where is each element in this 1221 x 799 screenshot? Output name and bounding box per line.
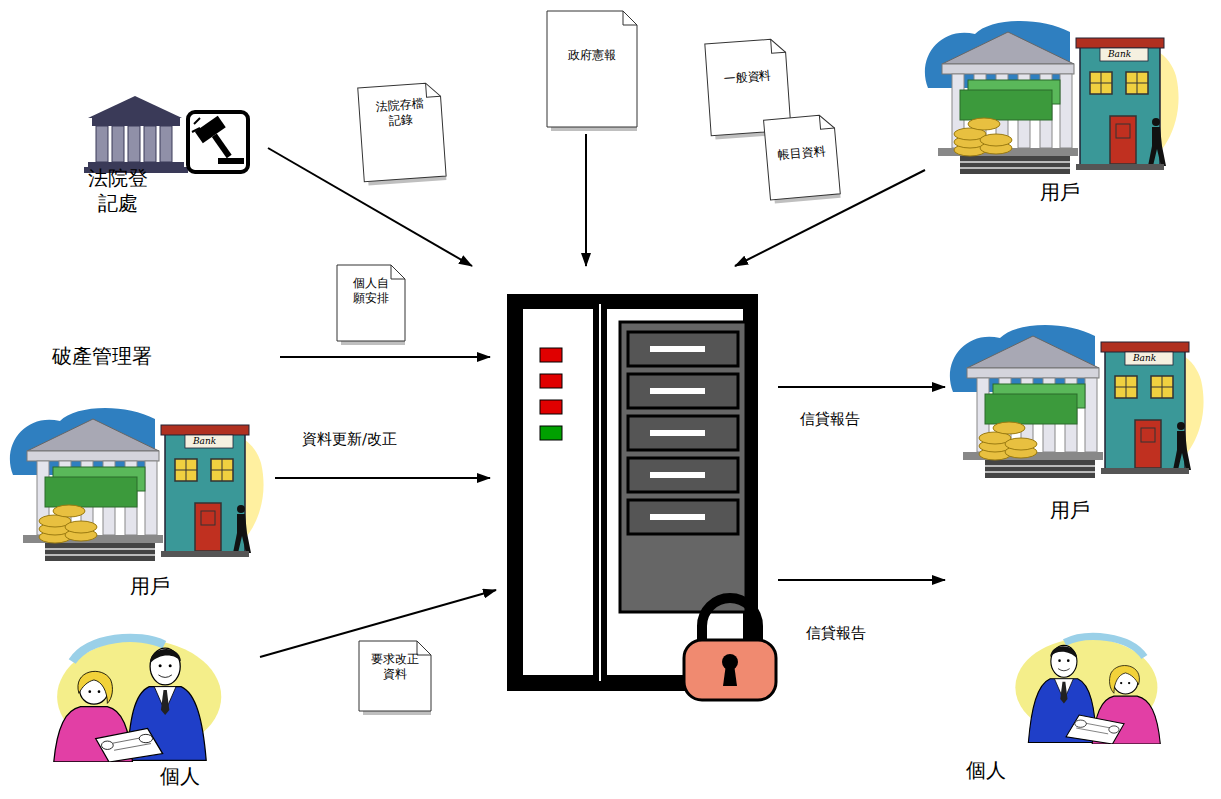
sign-text: Bank	[1133, 352, 1156, 365]
server-icon	[540, 374, 562, 388]
court-icon	[88, 96, 182, 118]
document-fold	[417, 641, 431, 655]
document-shape: 個人自 願安排	[336, 264, 406, 344]
court-icon	[128, 126, 140, 162]
entity-name: 用戶	[1040, 180, 1080, 205]
entity-label: 用戶	[1050, 498, 1090, 523]
document-fold	[623, 11, 637, 25]
document-shape: 法院存檔 記錄	[357, 81, 448, 185]
lock-icon	[684, 598, 776, 700]
flow-arrow	[778, 579, 945, 581]
document-shape: 政府憲報	[546, 10, 638, 130]
document-outline	[357, 81, 448, 185]
server-icon	[650, 514, 705, 520]
server-icon	[604, 306, 746, 678]
flow-label: 信貸報告	[800, 410, 860, 429]
flow-arrow	[778, 386, 945, 388]
court-icon	[92, 118, 180, 126]
court-icon	[112, 126, 124, 162]
server-icon	[512, 299, 753, 686]
document-outline	[359, 641, 431, 711]
court-icon	[195, 116, 226, 144]
entity-label: 法院登 記處	[86, 166, 150, 216]
sign-text: Bank	[1108, 48, 1131, 61]
entity-name: 用戶	[130, 574, 170, 599]
court-icon	[84, 96, 248, 173]
document-outline	[337, 265, 405, 341]
server-icon	[650, 430, 705, 436]
people-icon	[54, 638, 222, 762]
server-icon	[520, 306, 596, 678]
flow-arrow	[275, 477, 490, 479]
server-icon	[540, 426, 562, 440]
court-icon	[160, 126, 172, 162]
flow-label: 信貸報告	[806, 624, 866, 643]
document-fold	[391, 265, 405, 279]
flow-arrow	[260, 134, 945, 657]
document-text: 法院存檔 記錄	[374, 96, 428, 130]
document-text: 個人自 願安排	[351, 276, 391, 306]
flow-label: 資料更新/改正	[302, 430, 397, 449]
court-icon	[218, 158, 244, 164]
server-icon	[628, 458, 738, 492]
document-outline	[547, 11, 637, 127]
people-icon	[1015, 637, 1160, 744]
server-icon	[650, 388, 705, 394]
document-outline	[764, 114, 841, 200]
flow-arrow	[585, 134, 587, 266]
server-icon	[650, 346, 705, 352]
entity-name: 用戶	[1050, 498, 1090, 523]
document-outline	[358, 82, 446, 181]
source-label: 破產管理署	[52, 344, 152, 369]
court-icon	[195, 116, 241, 165]
court-icon	[192, 128, 200, 132]
lock-icon	[723, 664, 737, 686]
flow-arrow	[280, 356, 490, 358]
entity-label: 用戶	[1040, 180, 1080, 205]
document-fold	[819, 114, 834, 129]
document-text: 要求改正 資料	[369, 652, 421, 682]
entity-label: 個人	[160, 764, 200, 789]
document-fold	[771, 38, 786, 53]
server-icon	[628, 416, 738, 450]
court-icon	[194, 118, 200, 124]
server-icon	[540, 348, 562, 362]
people-icon	[1015, 637, 1160, 744]
server-icon	[512, 299, 753, 686]
court-icon	[188, 112, 248, 172]
court-icon	[144, 126, 156, 162]
lock-icon	[684, 640, 776, 700]
entity-label: 個人	[966, 758, 1006, 783]
entity-label: 用戶	[130, 574, 170, 599]
server-icon	[628, 374, 738, 408]
bank-icon	[925, 21, 1179, 174]
sign-text: Bank	[193, 435, 216, 448]
document-shape: 帳目資料	[762, 113, 841, 203]
server-icon	[620, 322, 746, 612]
court-icon	[212, 134, 232, 159]
entity-name: 個人	[160, 764, 200, 789]
server-icon	[628, 332, 738, 366]
entity-name: 法院登 記處	[86, 166, 150, 216]
court-icon	[96, 126, 108, 162]
entity-name: 個人	[966, 758, 1006, 783]
document-shape: 要求改正 資料	[358, 640, 432, 714]
bank-icon	[10, 408, 264, 561]
bank-icon	[950, 325, 1204, 478]
server-icon	[540, 400, 562, 414]
server-icon	[628, 500, 738, 534]
document-outline	[546, 10, 638, 130]
document-text: 政府憲報	[568, 48, 616, 63]
document-fold	[426, 82, 441, 97]
server-icon	[650, 472, 705, 478]
